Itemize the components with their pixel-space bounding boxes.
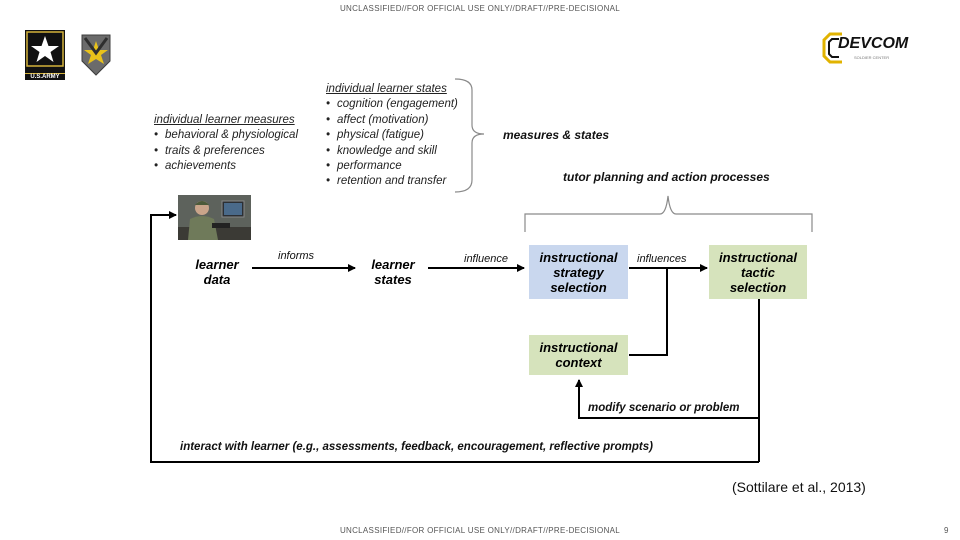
list-item: performance xyxy=(326,159,458,174)
list-item: physical (fatigue) xyxy=(326,128,458,143)
learner-measures-heading: individual learner measures xyxy=(154,114,295,126)
learner-photo xyxy=(178,195,251,240)
modify-scenario-arrow xyxy=(575,379,759,419)
learner-measures-list: individual learner measures behavioral &… xyxy=(154,113,298,175)
node-label-line: instructional xyxy=(539,340,618,355)
node-label-line: learner xyxy=(195,257,239,272)
informs-label: informs xyxy=(278,250,315,262)
node-label-line: strategy xyxy=(553,264,604,280)
list-item: cognition (engagement) xyxy=(326,97,458,112)
army-logo-text: U.S.ARMY xyxy=(25,73,65,80)
context-to-tactic-line xyxy=(629,268,668,356)
classification-banner-bottom: UNCLASSIFIED//FOR OFFICIAL USE ONLY//DRA… xyxy=(339,526,621,535)
modify-scenario-label: modify scenario or problem xyxy=(588,402,740,414)
futures-command-shield-icon xyxy=(81,34,111,76)
tutor-processes-brace xyxy=(524,195,813,232)
list-item: traits & preferences xyxy=(154,144,298,159)
interact-with-learner-label: interact with learner (e.g., assessments… xyxy=(180,441,653,453)
learner-states-list: individual learner states cognition (eng… xyxy=(326,82,458,190)
list-item: behavioral & physiological xyxy=(154,128,298,143)
node-label-line: learner xyxy=(371,257,415,272)
list-item: affect (motivation) xyxy=(326,113,458,128)
states-brace xyxy=(454,78,485,193)
learner-states-heading: individual learner states xyxy=(326,83,447,95)
node-label-line: selection xyxy=(729,279,787,295)
devcom-bracket-icon xyxy=(822,32,842,64)
influences-label: influences xyxy=(637,253,687,265)
list-item: knowledge and skill xyxy=(326,144,458,159)
node-label-line: instructional xyxy=(539,249,618,265)
measures-states-label: measures & states xyxy=(503,128,610,142)
node-label-line: states xyxy=(374,272,412,287)
interact-loop-arrow xyxy=(150,211,759,463)
devcom-subtitle: SOLDIER CENTER xyxy=(854,55,890,60)
node-label-line: selection xyxy=(550,279,607,295)
list-item: achievements xyxy=(154,159,298,174)
influence-label: influence xyxy=(464,253,509,265)
devcom-logo: DEVCOM SOLDIER CENTER xyxy=(822,30,932,70)
node-label-line: context xyxy=(555,355,602,370)
node-label-line: instructional xyxy=(718,249,797,265)
us-army-logo: U.S.ARMY xyxy=(25,30,65,80)
tutor-processes-label: tutor planning and action processes xyxy=(563,170,770,184)
citation: (Sottilare et al., 2013) xyxy=(732,479,866,495)
classification-banner-top: UNCLASSIFIED//FOR OFFICIAL USE ONLY//DRA… xyxy=(339,4,621,13)
devcom-wordmark: DEVCOM xyxy=(838,35,909,52)
node-label-line: data xyxy=(203,272,231,287)
page-number: 9 xyxy=(944,526,949,535)
node-label-line: tactic xyxy=(741,264,775,280)
list-item: retention and transfer xyxy=(326,174,458,189)
